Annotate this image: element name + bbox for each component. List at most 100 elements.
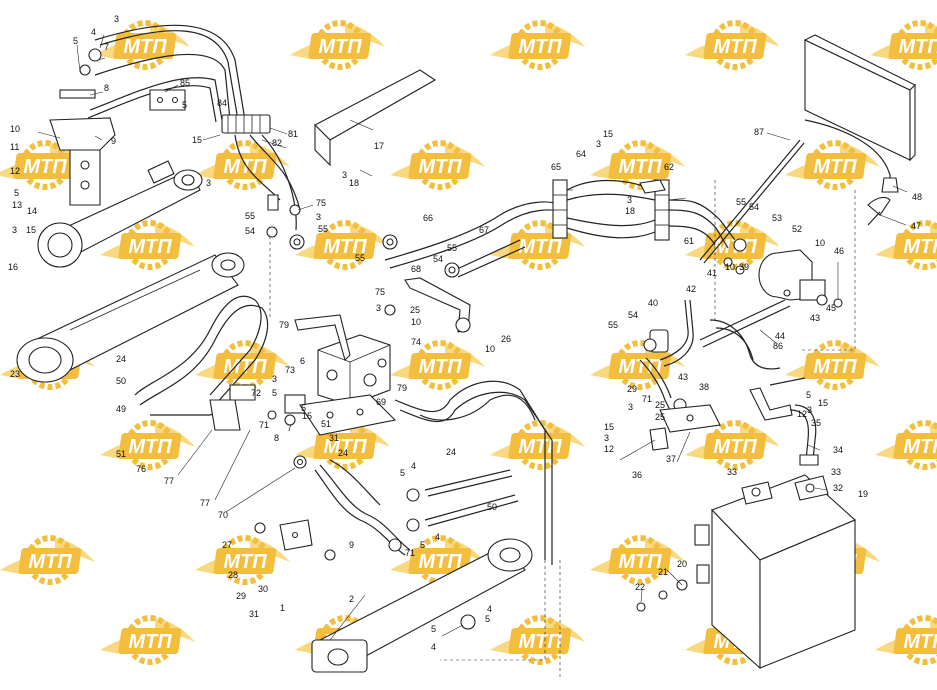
callout: 13 bbox=[12, 200, 22, 210]
callout: 55 bbox=[736, 197, 746, 207]
callout: 27 bbox=[222, 540, 232, 550]
callout: 71 bbox=[259, 420, 269, 430]
watermark-text: МТП bbox=[223, 356, 267, 378]
callout: 3 bbox=[114, 14, 119, 24]
watermark-badge bbox=[213, 353, 277, 379]
watermark-text: МТП bbox=[128, 631, 172, 653]
callout: 3 bbox=[596, 139, 601, 149]
callout: 3 bbox=[628, 402, 633, 412]
callout: 74 bbox=[411, 337, 421, 347]
callout: 39 bbox=[739, 262, 749, 272]
callout: 3 bbox=[12, 225, 17, 235]
callout: 54 bbox=[749, 202, 759, 212]
callout: 15 bbox=[302, 411, 312, 421]
watermark-text: МТП bbox=[418, 551, 462, 573]
watermark-logo: МТП bbox=[100, 615, 195, 665]
callout: 25 bbox=[410, 305, 420, 315]
watermark-text: МТП bbox=[813, 156, 857, 178]
callout: 86 bbox=[773, 341, 783, 351]
callout: 20 bbox=[677, 559, 687, 569]
callout: 33 bbox=[831, 467, 841, 477]
watermark-badge bbox=[313, 233, 377, 259]
callout: 75 bbox=[316, 198, 326, 208]
callout: 50 bbox=[116, 376, 126, 386]
callout: 66 bbox=[423, 213, 433, 223]
callout: 54 bbox=[433, 254, 443, 264]
callout: 5 bbox=[806, 390, 811, 400]
callout: 48 bbox=[912, 192, 922, 202]
callout: 25 bbox=[655, 400, 665, 410]
callout: 24 bbox=[446, 447, 456, 457]
callout: 36 bbox=[632, 470, 642, 480]
callout: 1 bbox=[280, 603, 285, 613]
callout: 3 bbox=[316, 212, 321, 222]
watermark-badge bbox=[893, 233, 937, 259]
watermark-badge bbox=[13, 153, 77, 179]
watermark-badge bbox=[608, 548, 672, 574]
callout: 15 bbox=[818, 398, 828, 408]
callout: 12 bbox=[10, 166, 20, 176]
callout: 38 bbox=[699, 382, 709, 392]
watermark-badge bbox=[113, 33, 177, 59]
watermark-logo: МТП bbox=[295, 220, 390, 270]
callout: 62 bbox=[664, 162, 674, 172]
callout: 4 bbox=[91, 27, 96, 37]
callout: 53 bbox=[772, 213, 782, 223]
watermark-text: МТП bbox=[128, 436, 172, 458]
watermark-badge bbox=[508, 33, 572, 59]
watermark-text: МТП bbox=[518, 436, 562, 458]
watermark-text: МТП bbox=[903, 236, 937, 258]
watermark-badge bbox=[888, 33, 937, 59]
watermark-badge bbox=[313, 433, 377, 459]
callout: 26 bbox=[501, 334, 511, 344]
watermark-badge bbox=[803, 153, 867, 179]
watermark-logo: МТП bbox=[870, 20, 937, 70]
callout: 46 bbox=[834, 246, 844, 256]
callout: 15 bbox=[192, 135, 202, 145]
watermark-text: МТП bbox=[323, 236, 367, 258]
callout: 84 bbox=[217, 98, 227, 108]
callout: 32 bbox=[833, 483, 843, 493]
callout: 81 bbox=[288, 129, 298, 139]
callout: 79 bbox=[279, 320, 289, 330]
watermark-text: МТП bbox=[418, 156, 462, 178]
callout: 3 bbox=[604, 433, 609, 443]
callout: 5 bbox=[400, 468, 405, 478]
callout: 43 bbox=[810, 313, 820, 323]
callout: 10 bbox=[411, 317, 421, 327]
callout: 42 bbox=[686, 284, 696, 294]
callout: 82 bbox=[272, 138, 282, 148]
callout: 3 bbox=[627, 195, 632, 205]
callout: 9 bbox=[111, 136, 116, 146]
callout: 55 bbox=[355, 253, 365, 263]
watermark-badge bbox=[703, 33, 767, 59]
watermark-logo: МТП bbox=[0, 535, 95, 585]
callout: 16 bbox=[8, 262, 18, 272]
callout: 4 bbox=[487, 604, 492, 614]
callout: 55 bbox=[245, 211, 255, 221]
callout: 71 bbox=[405, 548, 415, 558]
callout: 43 bbox=[678, 372, 688, 382]
callout: 31 bbox=[329, 433, 339, 443]
callout: 47 bbox=[911, 221, 921, 231]
watermark-logo: МТП bbox=[490, 420, 585, 470]
callout: 50 bbox=[487, 502, 497, 512]
callout: 61 bbox=[684, 236, 694, 246]
callout: 49 bbox=[116, 404, 126, 414]
watermark-badge bbox=[703, 433, 767, 459]
callout: 25 bbox=[655, 412, 665, 422]
watermark-text: МТП bbox=[713, 36, 757, 58]
callout: 70 bbox=[218, 510, 228, 520]
callout: 30 bbox=[258, 584, 268, 594]
callout: 24 bbox=[338, 448, 348, 458]
callout: 9 bbox=[349, 540, 354, 550]
callout: 28 bbox=[228, 570, 238, 580]
watermark-logo: МТП bbox=[590, 140, 685, 190]
callout: 8 bbox=[274, 433, 279, 443]
watermark-text: МТП bbox=[813, 356, 857, 378]
callout: 5 bbox=[420, 540, 425, 550]
watermark-text: МТП bbox=[618, 356, 662, 378]
callout: 69 bbox=[376, 397, 386, 407]
callout: 55 bbox=[608, 320, 618, 330]
callout: 14 bbox=[27, 206, 37, 216]
